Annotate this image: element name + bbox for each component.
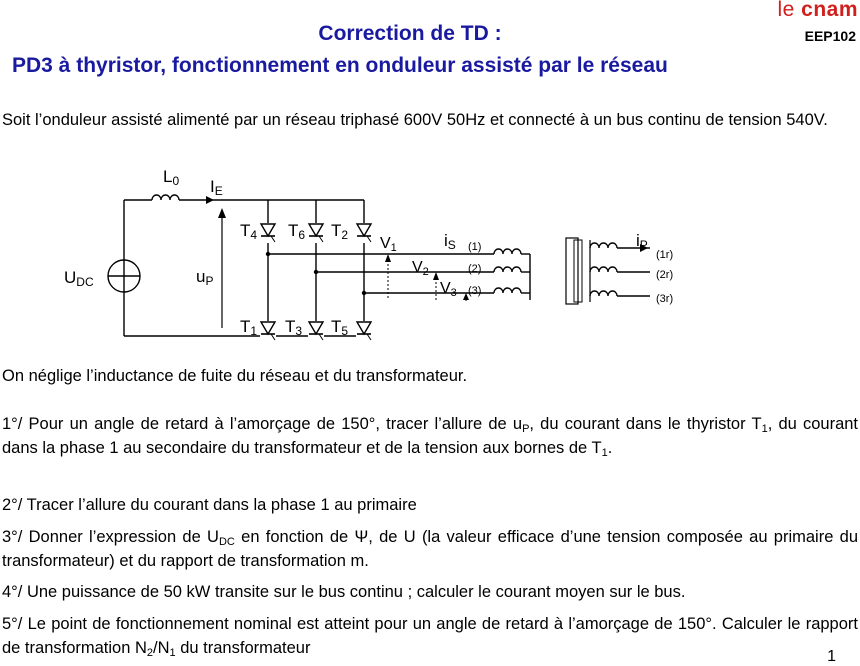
- question-2: 2°/ Tracer l’allure du courant dans la p…: [2, 496, 417, 514]
- ip-arrow-icon: [640, 244, 648, 252]
- course-code: EEP102: [804, 28, 856, 44]
- page-subtitle: PD3 à thyristor, fonctionnement en ondul…: [12, 54, 668, 77]
- ie-label: IE: [210, 177, 223, 198]
- winding-label: (3): [468, 285, 481, 297]
- l0-label: L0: [163, 167, 179, 188]
- udc-label: UDC: [64, 268, 94, 289]
- transformer-core-icon: [565, 237, 579, 305]
- winding-label: (3r): [656, 293, 673, 305]
- circuit-diagram: UDC L0 IE uP T4 T6 T2 T1 T3 T5 V1 V2 V3 …: [64, 167, 673, 341]
- page-number: 1: [827, 648, 836, 665]
- t5-label: T5: [331, 317, 348, 338]
- t4-label: T4: [240, 221, 257, 242]
- question-1: 1°/ Pour un angle de retard à l’amorçage…: [2, 415, 859, 459]
- thyristor-t5-icon: [356, 321, 372, 341]
- v1-label: V1: [380, 235, 397, 254]
- up-label: uP: [196, 267, 213, 288]
- question-5: 5°/ Le point de fonctionnement nominal e…: [2, 615, 858, 659]
- v3-label: V3: [440, 280, 457, 299]
- secondary-winding-icon: [493, 248, 522, 255]
- inductor-icon: [151, 194, 180, 201]
- secondary-winding-icon: [493, 266, 522, 273]
- ip-label: iP: [636, 231, 648, 252]
- up-arrow-icon: [218, 208, 226, 218]
- winding-label: (2r): [656, 269, 673, 281]
- ie-arrow-icon: [206, 196, 214, 204]
- cnam-logo: le cnam: [777, 0, 858, 21]
- winding-label: (1): [468, 241, 481, 253]
- t3-label: T3: [285, 317, 302, 338]
- winding-label: (1r): [656, 249, 673, 261]
- v2-label: V2: [412, 259, 429, 278]
- question-3: 3°/ Donner l’expression de UDC en foncti…: [2, 528, 858, 570]
- winding-label: (2): [468, 263, 481, 275]
- thyristor-t3-icon: [308, 321, 324, 341]
- t2-label: T2: [331, 221, 348, 242]
- intro-paragraph: Soit l’onduleur assisté alimenté par un …: [2, 111, 828, 129]
- thyristor-t6-icon: [308, 223, 324, 243]
- thyristor-t1-icon: [260, 321, 276, 341]
- thyristor-t2-icon: [356, 223, 372, 243]
- secondary-winding-icon: [493, 287, 522, 294]
- is-label: iS: [444, 231, 456, 252]
- note-paragraph: On néglige l’inductance de fuite du rése…: [2, 367, 468, 385]
- t6-label: T6: [288, 221, 305, 242]
- question-4: 4°/ Une puissance de 50 kW transite sur …: [2, 583, 686, 601]
- page-title: Correction de TD :: [318, 22, 502, 45]
- thyristor-t4-icon: [260, 223, 276, 243]
- t1-label: T1: [240, 317, 257, 338]
